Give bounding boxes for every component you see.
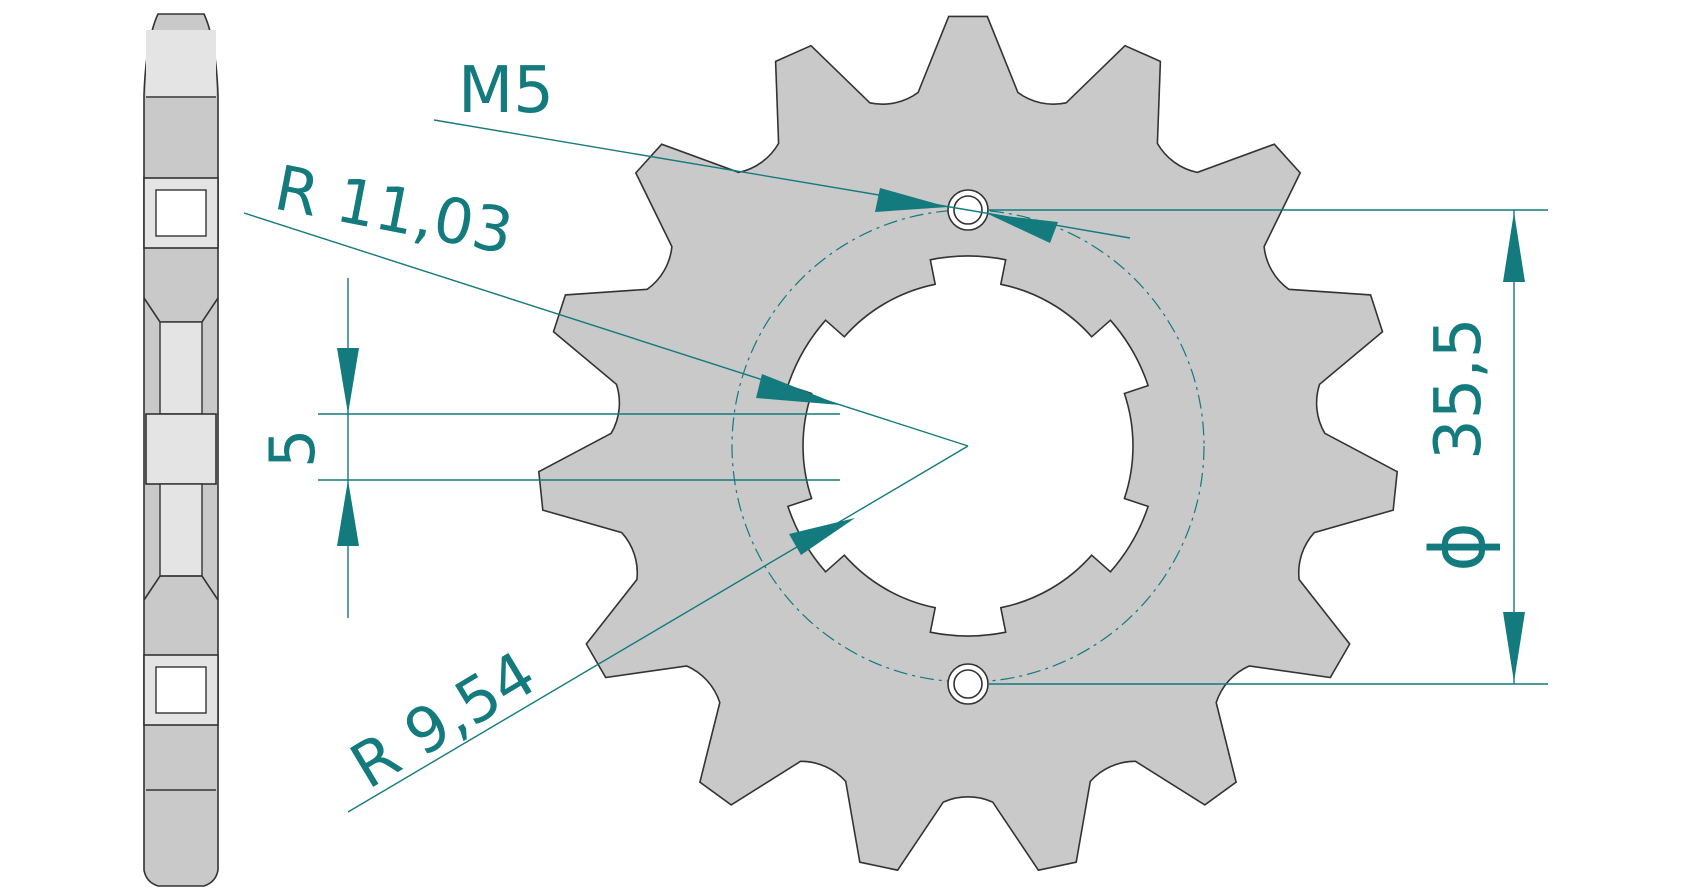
side-highlight-top	[146, 30, 216, 98]
diameter-arrow-upper	[1503, 212, 1525, 282]
m5-label: M5	[458, 54, 554, 128]
side-hub-lower-face	[159, 483, 203, 577]
width-arrow-lower	[337, 480, 359, 546]
width-label: 5	[256, 429, 329, 468]
width-arrow-upper	[337, 348, 359, 414]
diameter-arrow-lower	[1503, 612, 1525, 682]
diameter-value-label: 35,5	[1422, 318, 1496, 461]
side-window-1-inner	[155, 189, 207, 237]
diameter-symbol: ϕ	[1413, 522, 1502, 572]
bolt-hole-bottom	[953, 669, 983, 699]
outer-radius-leader	[243, 212, 969, 447]
side-hub-upper-face	[159, 321, 203, 415]
outer-radius-arrow	[756, 374, 840, 405]
m5-arrow-left	[875, 188, 948, 212]
side-center-block	[145, 413, 217, 485]
outer-radius-label: R 11,03	[269, 151, 519, 269]
inner-radius-arrow	[789, 518, 855, 555]
dimensions: M5 R 11,03 R 9,54 5 35,5 ϕ	[243, 54, 1548, 813]
side-profile-view	[143, 13, 219, 887]
m5-arrow-right	[988, 214, 1058, 243]
sprocket-front-view	[537, 15, 1399, 872]
side-window-2-inner	[155, 666, 207, 714]
inner-radius-leader	[347, 445, 969, 813]
side-hub-lower	[143, 575, 219, 601]
inner-radius-label: R 9,54	[338, 637, 548, 803]
